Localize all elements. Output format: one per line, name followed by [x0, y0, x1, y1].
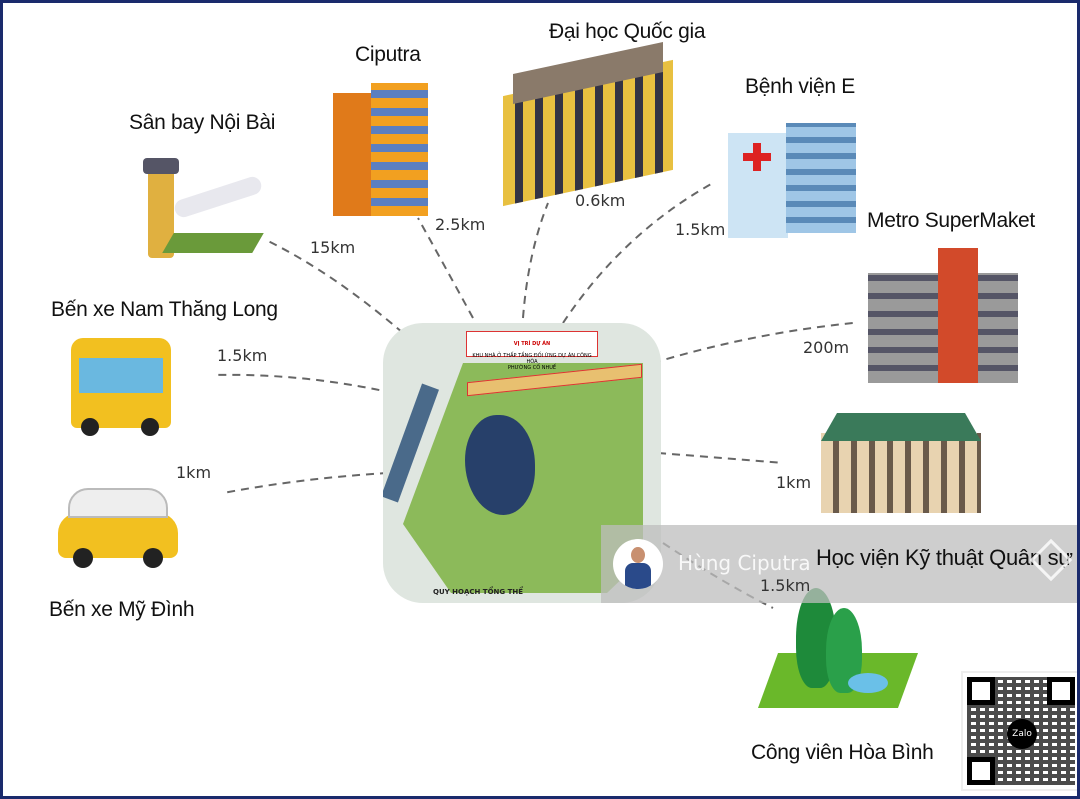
watermark-banner: Hùng Ciputra Học viện Kỹ thuật Quân sự [601, 525, 1077, 603]
distance-label: 1.5km [760, 576, 811, 595]
map-caption: QUY HOẠCH TỔNG THỂ [433, 588, 523, 596]
map-subtitle: KHU NHÀ Ở THẤP TẦNG ĐỐI ỨNG DỰ ÁN CÔNG H… [472, 353, 592, 371]
map-title: VỊ TRÍ DỰ ÁN [513, 341, 551, 347]
distance-label: 15km [310, 238, 356, 257]
zalo-qr-code[interactable]: Zalo [961, 671, 1077, 791]
airport-icon [143, 158, 264, 263]
distance-label: 1km [176, 463, 212, 482]
supermarket-icon [868, 248, 1018, 383]
distance-label: 1.5km [675, 220, 726, 239]
destination-label: Bến xe Mỹ Đình [49, 598, 195, 621]
hospital-icon [728, 118, 858, 238]
project-masterplan-map: VỊ TRÍ DỰ ÁN KHU NHÀ Ở THẤP TẦNG ĐỐI ỨNG… [383, 323, 661, 603]
watermark-name: Hùng Ciputra [678, 551, 811, 575]
distance-label: 1km [776, 473, 812, 492]
distance-label: 200m [803, 338, 850, 357]
zalo-logo: Zalo [1007, 719, 1037, 749]
university-icon [503, 42, 673, 207]
destination-label: Đại học Quốc gia [549, 20, 706, 43]
van-icon [58, 483, 178, 568]
lake [465, 415, 535, 515]
distance-label: 1.5km [217, 346, 268, 365]
military-academy-icon [821, 413, 981, 513]
destination-label: Bến xe Nam Thăng Long [51, 298, 278, 321]
distance-label: 2.5km [435, 215, 486, 234]
distance-label: 0.6km [575, 191, 626, 210]
avatar [613, 539, 663, 589]
destination-label: Công viên Hòa Bình [751, 741, 934, 764]
bus-icon [71, 338, 171, 438]
destination-label: Sân bay Nội Bài [129, 111, 276, 134]
destination-label: Metro SuperMaket [867, 209, 1035, 232]
destination-label: Ciputra [355, 43, 421, 66]
destination-label: Học viện Kỹ thuật Quân sự [816, 545, 1073, 570]
ciputra-building-icon [333, 78, 428, 216]
destination-label: Bệnh viện E [745, 75, 855, 98]
map-title-box: VỊ TRÍ DỰ ÁN KHU NHÀ Ở THẤP TẦNG ĐỐI ỨNG… [466, 331, 598, 371]
park-icon [757, 588, 919, 718]
